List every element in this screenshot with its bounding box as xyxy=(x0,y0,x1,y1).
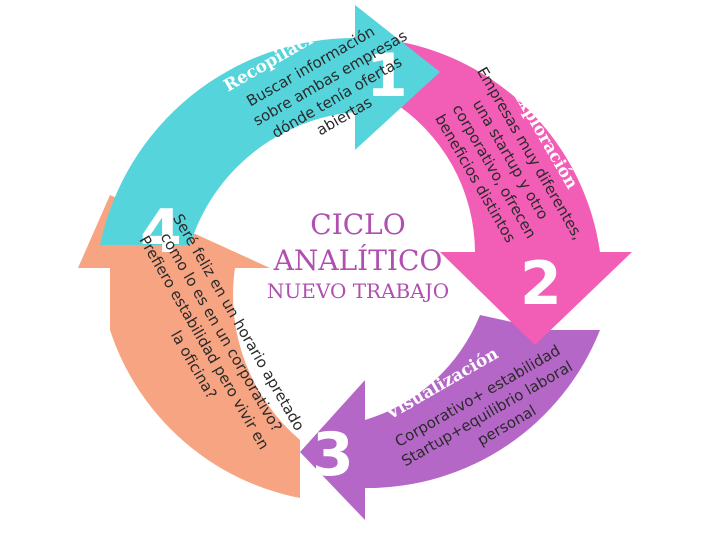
segment-2-exploracion xyxy=(390,40,632,345)
segment-2-number: 2 xyxy=(520,249,562,319)
segment-3-arrow xyxy=(300,315,600,520)
segment-1-number: 1 xyxy=(366,41,408,111)
segment-3-number: 3 xyxy=(312,420,354,490)
segment-4-analisis xyxy=(78,195,300,498)
segment-4-number: 4 xyxy=(140,197,182,267)
segment-1-arrow xyxy=(100,5,440,245)
center-title-line-1: CICLO xyxy=(310,208,405,241)
segment-3-visualizacion xyxy=(300,315,600,520)
segment-1-recopilacion xyxy=(100,5,440,245)
segment-4-arrow xyxy=(78,195,300,498)
center-title: CICLO ANALÍTICO NUEVO TRABAJO xyxy=(267,208,449,303)
center-title-line-3: NUEVO TRABAJO xyxy=(267,279,449,303)
center-title-line-2: ANALÍTICO xyxy=(273,244,443,277)
segment-2-arrow xyxy=(390,40,632,345)
